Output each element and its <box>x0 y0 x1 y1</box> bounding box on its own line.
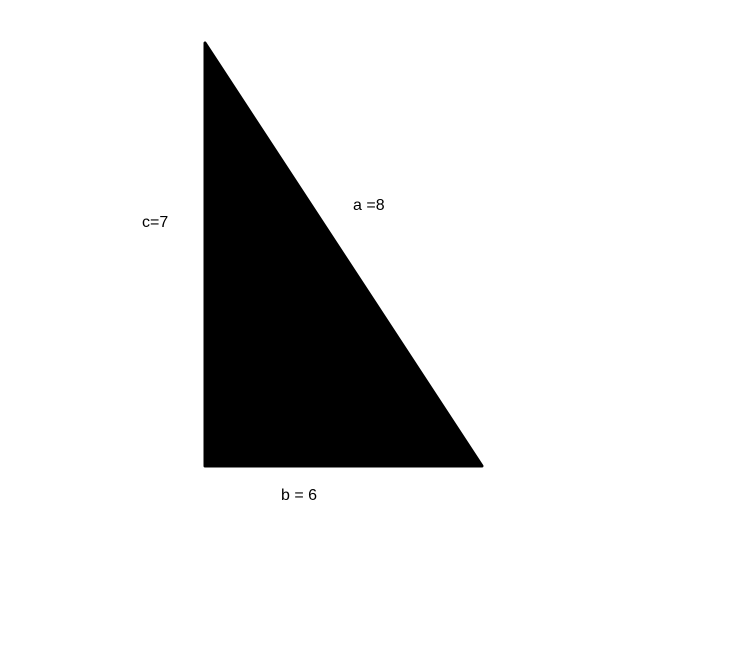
right-triangle <box>203 41 484 468</box>
label-side-c: c=7 <box>142 214 168 231</box>
label-side-a: a =8 <box>353 197 385 214</box>
label-side-b: b = 6 <box>281 487 317 504</box>
